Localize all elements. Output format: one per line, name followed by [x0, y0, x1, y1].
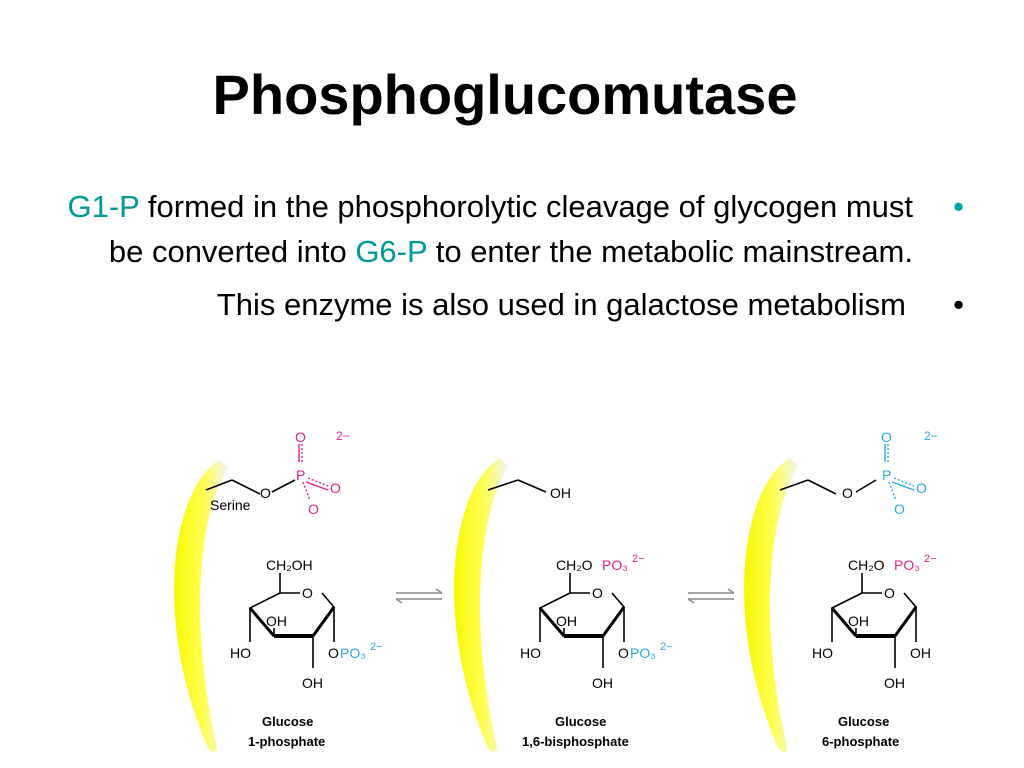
ring-o-3: O [884, 585, 895, 601]
po3-charge-c6-2: 2− [632, 553, 645, 565]
oh-serine-2: OH [550, 485, 571, 501]
equilibrium-arrow-2 [687, 588, 735, 604]
bullet-2-text: This enzyme is also used in galactose me… [216, 287, 906, 322]
po3-c6-3: PO₃ [894, 557, 920, 573]
bullet-1-post: to enter the metabolic mainstream. [427, 234, 913, 269]
phospho-charge-3: 2− [924, 429, 938, 443]
enzyme-crescent-2 [454, 458, 508, 752]
reaction-diagram: Serine O O 2− P O O CH₂OH O O [174, 429, 938, 752]
mol-2-name-1: Glucose [555, 714, 606, 729]
ch2oh-1: CH₂OH [266, 557, 313, 573]
bullet-1-text: G1-P formed in the phosphorolytic cleava… [60, 184, 970, 274]
phospho-o-right-3: O [916, 480, 927, 496]
molecule-glucose-1-phosphate: Serine O O 2− P O O CH₂OH O O [174, 429, 383, 752]
phospho-p-3: P [882, 467, 891, 483]
po3-c1-1: PO₃ [340, 645, 366, 661]
o-c1-2: O [618, 645, 629, 661]
ho-c4-2: HO [520, 645, 541, 661]
slide-title: Phosphoglucomutase [212, 63, 798, 126]
mol-3-name-2: 6-phosphate [822, 734, 899, 749]
mol-1-name-1: Glucose [262, 714, 313, 729]
term-g6p: G6-P [355, 234, 428, 269]
o-c1-1: O [328, 645, 339, 661]
phospho-o-bottom-1: O [308, 501, 319, 517]
po3-c1-2: PO₃ [630, 645, 656, 661]
bullet-item-1: G1-P formed in the phosphorolytic cleava… [60, 184, 970, 274]
serine-label: Serine [210, 497, 251, 513]
enzyme-crescent-1 [174, 460, 228, 752]
phospho-o-right-1: O [330, 480, 341, 496]
ch2o-2: CH₂O [556, 557, 593, 573]
bullet-marker-2: • [953, 287, 964, 322]
oh-c2-3: OH [884, 675, 905, 691]
enzyme-crescent-3 [744, 458, 798, 752]
oh-c1-3: OH [910, 645, 931, 661]
phospho-charge-1: 2− [336, 429, 350, 443]
mol-2-name-2: 1,6-bisphosphate [522, 734, 629, 749]
mol-1-name-2: 1-phosphate [248, 734, 325, 749]
phospho-o-top-3: O [881, 429, 892, 445]
bullet-1-mid: formed in the phosphorolytic cleavage of… [108, 189, 913, 269]
oh-c3-1: OH [266, 613, 287, 629]
po3-charge-c1-2: 2− [660, 641, 673, 653]
reaction-figure: Serine O O 2− P O O CH₂OH O O [150, 418, 970, 763]
phospho-o-bottom-3: O [894, 501, 905, 517]
bullet-marker-1: • [953, 189, 964, 224]
po3-c6-2: PO₃ [602, 557, 628, 573]
bullet-item-2: This enzyme is also used in galactose me… [60, 282, 970, 327]
po3-charge-c1-1: 2− [370, 641, 383, 653]
phospho-p-1: P [296, 467, 305, 483]
ch2o-3: CH₂O [848, 557, 885, 573]
equilibrium-arrow-1 [395, 588, 443, 604]
ho-c4-3: HO [812, 645, 833, 661]
oh-c3-3: OH [848, 613, 869, 629]
serine-o-3: O [842, 485, 853, 501]
molecule-glucose-1-6-bisphosphate: OH CH₂O PO₃ 2− O OH HO OH O PO₃ 2− Gluco… [454, 458, 673, 752]
oh-c3-2: OH [556, 613, 577, 629]
phospho-o-top-1: O [295, 429, 306, 445]
po3-charge-c6-3: 2− [924, 553, 937, 565]
bullet-list: G1-P formed in the phosphorolytic cleava… [60, 184, 970, 335]
mol-3-name-1: Glucose [838, 714, 889, 729]
oh-c2-2: OH [592, 675, 613, 691]
molecule-glucose-6-phosphate: O O 2− P O O CH₂O PO₃ 2− O OH H [744, 429, 938, 752]
term-g1p: G1-P [67, 189, 140, 224]
ring-o-2: O [592, 585, 603, 601]
oh-c2-1: OH [302, 675, 323, 691]
ring-o-1: O [302, 585, 313, 601]
ho-c4-1: HO [230, 645, 251, 661]
serine-o: O [260, 485, 271, 501]
